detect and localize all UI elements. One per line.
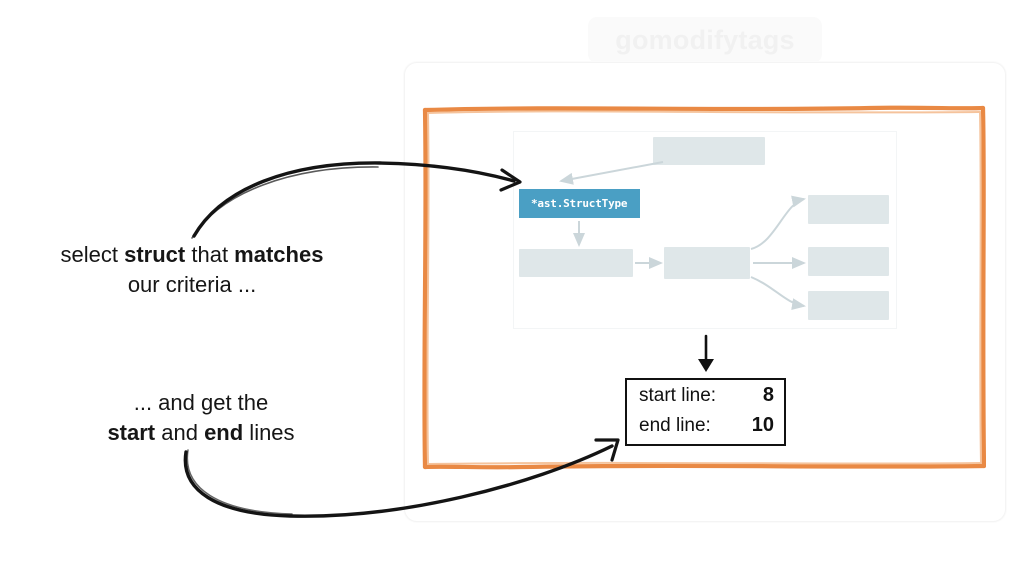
diagram-node-ast-structtype[interactable]: *ast.StructType	[519, 189, 640, 218]
diagram-node-right-3	[808, 291, 889, 320]
annotation-select-struct-line2: our criteria ...	[127, 272, 257, 297]
annotation-text: that	[185, 242, 235, 267]
result-row-start: start line: 8	[639, 384, 774, 414]
annotation-emphasis-struct: struct	[124, 242, 186, 267]
annotation-select-struct: select struct that matches our criteria …	[16, 240, 368, 300]
end-line-value: 10	[751, 414, 774, 436]
start-line-value: 8	[762, 384, 774, 406]
diagram-node-right-2	[808, 247, 889, 276]
result-row-end: end line: 10	[639, 414, 774, 444]
annotation-text: select	[60, 242, 125, 267]
annotation-text: lines	[243, 420, 295, 445]
annotation-select-struct-line1: select struct that matches	[16, 240, 368, 270]
annotation-get-lines: ... and get the start and end lines	[56, 388, 346, 448]
page-title: gomodifytags	[615, 24, 795, 55]
diagram-node-middle	[664, 247, 750, 279]
diagram-node-label: *ast.StructType	[531, 197, 628, 210]
annotation-get-lines-line2: start and end lines	[56, 418, 346, 448]
line-range-result-box: start line: 8 end line: 10	[625, 378, 786, 446]
annotation-emphasis-end: end	[204, 420, 244, 445]
down-arrow-icon	[698, 334, 714, 372]
end-line-label: end line:	[639, 415, 711, 436]
diagram-node-right-1	[808, 195, 889, 224]
slide-title-chip: gomodifytags	[588, 17, 822, 63]
diagram-node-left	[519, 249, 633, 277]
annotation-get-lines-line1: ... and get the	[133, 390, 269, 415]
diagram-node-top	[653, 137, 765, 165]
annotation-text: and	[155, 420, 205, 445]
annotation-emphasis-matches: matches	[234, 242, 324, 267]
annotation-emphasis-start: start	[107, 420, 156, 445]
start-line-label: start line:	[639, 385, 717, 406]
